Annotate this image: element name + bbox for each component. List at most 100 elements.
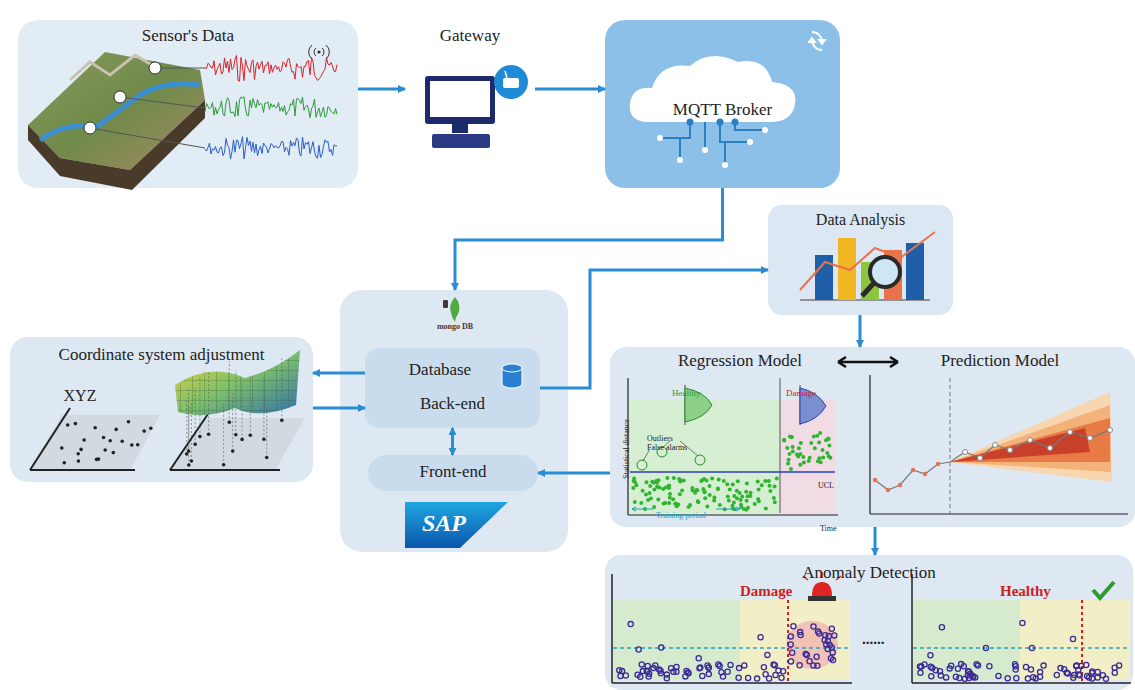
node-text: Back-end (420, 394, 485, 413)
damage-point (826, 436, 830, 440)
healthy-point (691, 488, 695, 492)
healthy-point (772, 496, 776, 500)
sample-point (1033, 676, 1038, 681)
damage-point (818, 431, 822, 435)
sample-point (1084, 662, 1089, 667)
sample-point (644, 669, 649, 674)
healthy-point (645, 480, 649, 484)
sample-point (966, 669, 971, 674)
healthy-point (649, 496, 653, 500)
sample-point (686, 671, 691, 676)
data-point (262, 438, 266, 442)
sample-point (919, 664, 924, 669)
coordinate-figures (30, 350, 305, 470)
label-holder: Healthy (672, 382, 701, 400)
sample-point (720, 674, 725, 679)
sample-point (1079, 663, 1084, 668)
sample-point (653, 663, 658, 668)
healthy-point (632, 477, 636, 481)
drop-line (191, 403, 192, 461)
healthy-point (738, 491, 742, 495)
label-holder: Outliers (647, 427, 673, 445)
healthy-point (690, 486, 694, 490)
node-text: Prediction Model (941, 351, 1060, 370)
label-holder: Healthy (1000, 582, 1051, 600)
damage-point (816, 459, 820, 463)
damage-point (799, 452, 803, 456)
sample-point (828, 656, 833, 661)
sample-point (1076, 672, 1081, 677)
healthy-point (675, 504, 679, 508)
sample-point (781, 669, 786, 674)
illustration-line (1081, 600, 1083, 682)
damage-point (786, 461, 790, 465)
sample-point (1058, 666, 1063, 671)
healthy-point (703, 489, 707, 493)
flow-arrow (538, 472, 610, 475)
data-point (198, 435, 202, 439)
damage-point (807, 459, 811, 463)
flow-arrow (859, 315, 862, 347)
flow-arrow (874, 527, 877, 555)
chart-label: Statistical distance (622, 419, 631, 479)
illustration-rect (443, 300, 448, 308)
text-holder: Prediction Model (910, 351, 1090, 371)
text-holder: Database (385, 360, 495, 380)
illustration-circle (657, 135, 663, 141)
data-point (63, 461, 67, 465)
drop-line (188, 390, 189, 451)
data-point (97, 457, 101, 461)
sample-point (965, 673, 970, 678)
data-point (112, 451, 116, 455)
healthy-point (644, 493, 648, 497)
label-holder: Damage (786, 382, 816, 400)
damage-point (819, 460, 823, 464)
healthy-point (667, 484, 671, 488)
flow-arrow (540, 270, 768, 388)
sample-point (797, 663, 802, 668)
sample-point (779, 675, 784, 680)
analysis-panel: Data Analysis (768, 205, 953, 315)
healthy-point (757, 487, 761, 491)
healthy-point (732, 501, 736, 505)
illustration-circle (870, 257, 900, 287)
healthy-point (764, 506, 768, 510)
node-title: MQTT Broker (673, 100, 772, 119)
sample-point (645, 669, 650, 674)
data-point (187, 463, 191, 467)
sample-point (1062, 667, 1067, 672)
label-holder: Time (820, 517, 837, 535)
healthy-point (646, 498, 650, 502)
sample-point (1112, 665, 1117, 670)
illustration-line (30, 469, 135, 471)
illustration-rect (430, 81, 490, 117)
illustration-path (812, 582, 832, 596)
healthy-point (703, 496, 707, 500)
sample-point (970, 674, 975, 679)
illustration-rect (432, 134, 490, 148)
chart-label: Outliers (647, 434, 673, 443)
healthy-point (708, 493, 712, 497)
sample-point (700, 673, 705, 678)
sample-point (937, 669, 942, 674)
healthy-point (746, 494, 750, 498)
healthy-point (695, 488, 699, 492)
sample-point (674, 669, 679, 674)
signal-wave (205, 137, 337, 160)
sample-point (657, 667, 662, 672)
sample-point (825, 646, 830, 651)
data-point (185, 452, 189, 456)
chart-label: ...... (862, 631, 885, 648)
sample-point (1028, 667, 1033, 672)
data-point (207, 433, 211, 437)
node-text: XYZ (64, 387, 97, 404)
sample-point (755, 676, 760, 681)
healthy-point (674, 502, 678, 506)
data-point (222, 463, 226, 467)
sample-point (1013, 667, 1018, 672)
sample-point (822, 637, 827, 642)
flow-arrow (535, 88, 605, 91)
sample-point (829, 626, 834, 631)
sample-point (1031, 675, 1036, 680)
drop-line (266, 402, 267, 457)
